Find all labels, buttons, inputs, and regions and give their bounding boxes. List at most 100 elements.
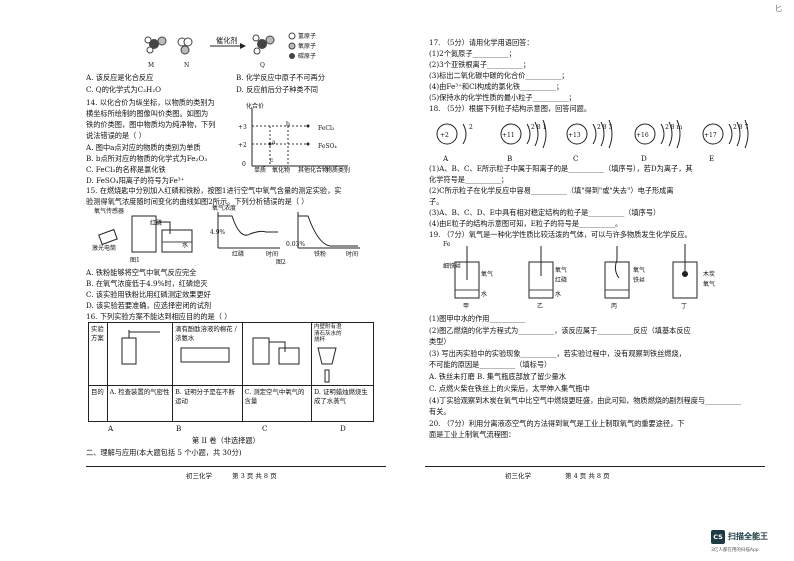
atom-label-e: E <box>709 154 715 163</box>
divider-right <box>425 466 765 467</box>
q19-label-o2-3: 氧气 <box>633 267 646 274</box>
atom-label-b: B <box>507 154 513 163</box>
q16-fig-b-label: 滴有酚酞溶液的棉花 / 浓氨水 <box>175 325 237 342</box>
q15-fig-water: 水 <box>182 242 189 249</box>
q16-answer-d: D <box>340 424 346 433</box>
q18-item-2b: 子。 <box>429 197 444 206</box>
q19-item-4a: (4)丁实验观察到木炭在氧气中比空气中燃烧更旺盛，由此可知，物质燃烧的剧烈程度与… <box>429 396 742 405</box>
q19-label-o2-1: 氧气 <box>481 271 494 278</box>
chart-x-2: 氧化物 <box>272 167 291 174</box>
q15-fig-1: 图1 <box>130 257 140 264</box>
q15-curve-red-phosphorus <box>217 212 280 249</box>
label-n: N <box>184 62 190 69</box>
q16-stem: 16. 下列实验方案不能达到相应目的的是（ ） <box>86 312 232 321</box>
q13-opt-c: C. Q的化学式为C₂H₂O <box>86 85 162 94</box>
q15-opt-a: A. 铁粉能够将空气中氧气反应完全 <box>86 268 197 277</box>
atom-d-shells: 2 8 m <box>665 124 683 131</box>
q18-item-1a: (1)A、B、C、E所示粒子中属于阳离子的是__________（填序号），若D… <box>429 164 693 173</box>
q16-fig-d <box>317 347 337 382</box>
q19-item-3a: (3) 写出丙实验中的实验现象__________，若实验过程中，没有观察到铁丝… <box>429 349 686 358</box>
atom-d-nucleus: +16 <box>636 132 649 139</box>
atom-d <box>634 119 681 149</box>
q16-purpose-d: D. 证明蜡烛燃烧生成了水蒸气 <box>311 384 374 422</box>
q14-opt-c: C. FeCl₃的名称是氯化铁 <box>86 165 166 174</box>
q15-opt-b: B. 在氧气浓度低于4.9%时，红磷熄灭 <box>86 279 208 288</box>
scanner-app-logo: CS 扫描全能王 3亿人都在用的扫描App <box>711 530 793 558</box>
atom-e-nucleus: +17 <box>704 132 717 139</box>
q17-item-4: (4)由Fe³⁺和Cl构成的氯化铁__________； <box>429 82 564 91</box>
molecule-n <box>177 37 193 55</box>
scanner-app-tagline: 3亿人都在用的扫描App <box>711 548 759 553</box>
chart-label-fecl3: FeCl₃ <box>318 125 335 132</box>
q15-fig-time-1: 时间 <box>266 251 279 258</box>
molecule-q <box>252 34 275 55</box>
footer-left-page: 第 3 页 共 8 页 <box>232 472 277 480</box>
q19-jar-ding <box>672 244 698 299</box>
q15-opt-d: D. 该实验若要准确，应选择密闭的试剂 <box>86 301 212 310</box>
atom-label-d: D <box>641 154 647 163</box>
atom-b-nucleus: +11 <box>502 132 515 139</box>
chart-point-a: a <box>272 139 276 146</box>
q18-item-3: (3)A、B、C、D、E中具有相对稳定结构的粒子是__________（填序号） <box>429 208 661 217</box>
q16-table: 实验方案 滴有酚酞溶液的棉花 / 浓氨水 内壁附有澄清石灰水的烧杯 目的 A. … <box>88 322 374 422</box>
q17-item-1: (1)2个氮原子__________； <box>429 49 516 58</box>
q16-row2-head: 目的 <box>88 384 108 422</box>
q18-item-4: (4)由E粒子的结构示意图可知，E粒子的符号是__________。 <box>429 219 623 228</box>
q19-item-2a: (2)图乙燃烧的化学方程式为__________，该反应属于__________… <box>429 326 691 335</box>
q16-answer-c: C <box>262 424 268 433</box>
q19-stem: 19. （7分）氧气是一种化学性质比较活泼的气体，可以与许多物质发生化学反应。 <box>429 230 692 239</box>
atom-e <box>702 119 749 149</box>
atom-b <box>500 119 547 149</box>
q16-cell-c <box>241 322 313 386</box>
q19-opt-ab: A. 铁丝未打磨 B. 集气瓶底部放了留少量水 <box>429 372 566 381</box>
q16-answer-b: B <box>176 424 182 433</box>
atom-a-shells: 2 <box>469 124 473 131</box>
atom-label-c: C <box>573 154 579 163</box>
q16-fig-b <box>180 347 230 363</box>
q18-item-1b: 化学符号是__________； <box>429 175 509 184</box>
atom-c-shells: 2 8 3 <box>597 124 613 131</box>
q16-fig-c <box>252 337 300 365</box>
chart-label-feso4: FeSO₄ <box>318 143 337 150</box>
chart-x-1: 单质 <box>254 167 267 174</box>
q19-item-2b: 类型） <box>429 337 451 346</box>
atom-c <box>566 119 613 149</box>
legend-c: 碳原子 <box>298 53 317 60</box>
q16-cell-d: 内壁附有澄清石灰水的烧杯 <box>311 322 374 386</box>
label-m: M <box>148 62 155 69</box>
q15-fig-0-03: 0.03% <box>286 241 306 248</box>
q19-jar-bing <box>604 246 630 299</box>
q19-item-1: (1)图甲中水的作用__________ <box>429 314 526 323</box>
q20-line2: 面是工业上制氧气流程图： <box>429 430 516 439</box>
q15-fig-laser: 激光电筒 <box>92 245 117 252</box>
chart-point-b: b <box>286 121 290 128</box>
q14-line4: 说法错误的是（ ） <box>86 131 146 140</box>
q19-label-iron: 铁丝 <box>633 277 646 284</box>
q15-fig-o2: 氧气浓度 <box>212 205 237 212</box>
top-right-mark: 匕 <box>775 4 783 13</box>
scanner-app-name: 扫描全能王 <box>728 532 768 541</box>
q16-fig-a <box>121 330 160 365</box>
atom-e-shells: 2 8 7 <box>733 124 749 131</box>
atom-b-shells: 2 8 1 <box>531 124 547 131</box>
chart-x-3: 其他化合物 <box>298 167 329 174</box>
q16-answer-a: A <box>108 424 114 433</box>
right-page: 匕 17. （5分）请用化学用语回答： (1)2个氮原子__________； … <box>397 0 794 561</box>
chart-x-4: 物质类别 <box>326 167 351 174</box>
section2-title: 第 II 卷（非选择题） <box>192 436 260 445</box>
atom-label-a: A <box>443 154 449 163</box>
q17-stem: 17. （5分）请用化学用语回答： <box>429 38 534 47</box>
q16-cell-a <box>106 322 174 386</box>
q19-opt-c: C. 点燃火柴在铁丝上的火柴后，太早伸入集气瓶中 <box>429 384 590 393</box>
q17-item-5: (5)保持水的化学性质的最小粒子__________； <box>429 93 576 102</box>
q19-label-ding: 丁 <box>681 303 688 310</box>
q15-fig-red-p: 红磷 <box>150 220 163 227</box>
molecule-m <box>144 36 167 54</box>
q15-fig-sensor: 氧气传感器 <box>94 208 125 215</box>
q16-fig-d-label: 内壁附有澄清石灰水的烧杯 <box>314 324 342 343</box>
q15-fig-time-2: 时间 <box>346 251 359 258</box>
reaction-diagram <box>144 32 296 59</box>
left-page: 催化剂 M N Q 氢原子 氧原子 碳原子 A. 该反应是化合反应 B. 化学反… <box>86 32 386 480</box>
q13-opt-d: D. 反应前后分子种类不同 <box>236 85 318 94</box>
q19-jar-yi <box>528 246 554 299</box>
